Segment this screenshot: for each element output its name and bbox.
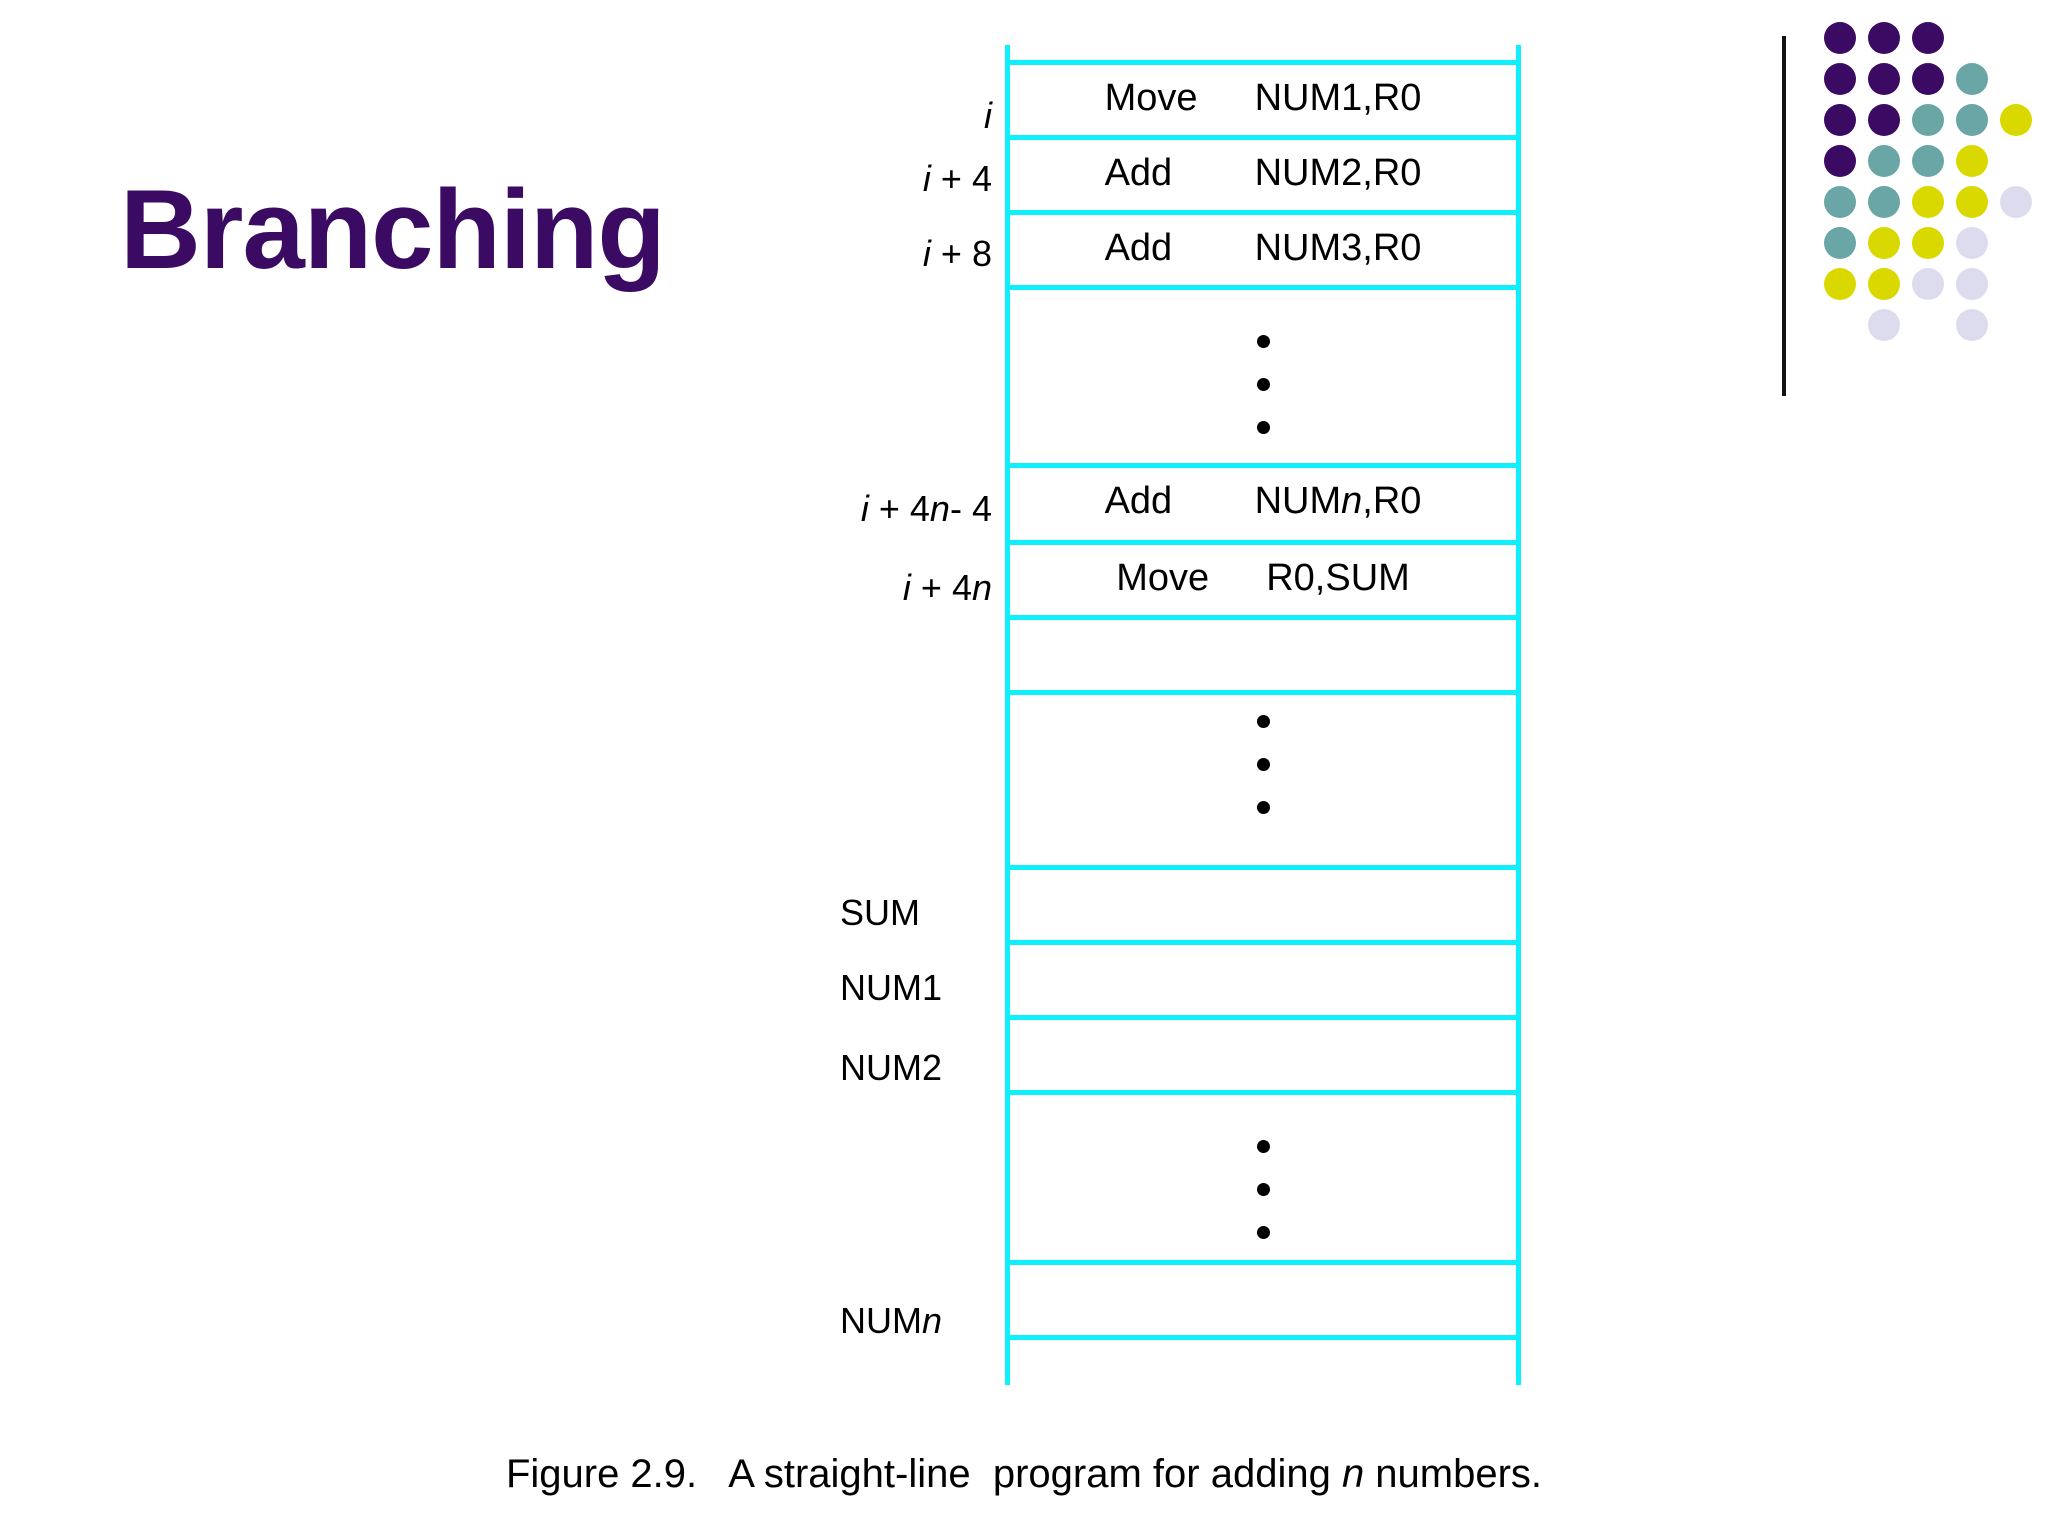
row-add-num3: Add NUM3,R0 bbox=[1005, 227, 1521, 270]
ellipsis-dot bbox=[1256, 715, 1270, 728]
row-move-sum: Move R0,SUM bbox=[1005, 557, 1521, 600]
ellipsis-dot bbox=[1256, 1226, 1270, 1239]
logo-dot-teal bbox=[1824, 186, 1856, 218]
vertical-ellipsis bbox=[1005, 1140, 1521, 1239]
ellipsis-dot bbox=[1256, 335, 1270, 348]
figure-caption: Figure 2.9. A straight-line program for … bbox=[0, 1452, 2048, 1497]
logo-dot-lavender bbox=[1956, 227, 1988, 259]
brand-logo bbox=[1782, 22, 2048, 396]
logo-dot-teal bbox=[1868, 145, 1900, 177]
row-move-num1: Move NUM1,R0 bbox=[1005, 77, 1521, 120]
addr-num2: NUM2 bbox=[840, 1047, 943, 1088]
instruction-mnemonic: Add bbox=[1104, 227, 1173, 269]
vertical-ellipsis bbox=[1005, 715, 1521, 814]
memory-row-divider bbox=[1005, 615, 1521, 620]
memory-row-divider bbox=[1005, 690, 1521, 695]
logo-divider-rule bbox=[1782, 36, 1786, 396]
ellipsis-dot bbox=[1256, 1140, 1270, 1153]
logo-dot-purple bbox=[1912, 22, 1944, 54]
logo-dot-yellow bbox=[1912, 227, 1944, 259]
logo-dot-purple bbox=[1824, 63, 1856, 95]
logo-dot-lavender bbox=[2000, 186, 2032, 218]
logo-dot-teal bbox=[1956, 63, 1988, 95]
logo-dot-purple bbox=[1824, 145, 1856, 177]
memory-row-divider bbox=[1005, 1260, 1521, 1265]
logo-dot-teal bbox=[1824, 227, 1856, 259]
logo-dot-lavender bbox=[1956, 268, 1988, 300]
instruction-operands: NUM2,R0 bbox=[1254, 152, 1422, 194]
memory-row-divider bbox=[1005, 865, 1521, 870]
memory-row-divider bbox=[1005, 210, 1521, 215]
addr-i-plus-4n-minus-4: i + 4n- 4 bbox=[860, 488, 992, 529]
ellipsis-dot bbox=[1256, 378, 1270, 391]
ellipsis-dot bbox=[1256, 801, 1270, 814]
row-add-num2: Add NUM2,R0 bbox=[1005, 152, 1521, 195]
vertical-ellipsis bbox=[1005, 335, 1521, 434]
instruction-mnemonic: Move bbox=[1116, 557, 1210, 599]
memory-row-divider bbox=[1005, 285, 1521, 290]
instruction-operands: NUM3,R0 bbox=[1254, 227, 1422, 269]
instruction-mnemonic: Move bbox=[1104, 77, 1198, 119]
memory-row-divider bbox=[1005, 135, 1521, 140]
logo-dot-teal bbox=[1912, 104, 1944, 136]
instruction-mnemonic: Add bbox=[1104, 152, 1173, 194]
caption-body: A straight-line program for adding bbox=[728, 1452, 1342, 1496]
logo-dot-yellow bbox=[1956, 145, 1988, 177]
addr-sum: SUM bbox=[840, 892, 921, 933]
logo-dot-lavender bbox=[1912, 268, 1944, 300]
addr-i-plus-8: i + 8 bbox=[922, 233, 992, 274]
instruction-mnemonic: Add bbox=[1104, 480, 1173, 522]
instruction-operands: R0,SUM bbox=[1266, 557, 1410, 599]
logo-dot-purple bbox=[1824, 22, 1856, 54]
caption-suffix: numbers. bbox=[1364, 1452, 1543, 1496]
addr-i-plus-4n: i + 4n bbox=[902, 567, 992, 608]
logo-dot-lavender bbox=[1956, 309, 1988, 341]
addr-i-plus-4: i + 4 bbox=[922, 158, 992, 199]
memory-row-divider bbox=[1005, 940, 1521, 945]
logo-dot-teal bbox=[1912, 145, 1944, 177]
logo-dot-purple bbox=[1868, 63, 1900, 95]
logo-dot-purple bbox=[1824, 104, 1856, 136]
addr-i: i bbox=[984, 95, 992, 136]
memory-table-left-rail bbox=[1005, 45, 1010, 1385]
memory-table-right-rail bbox=[1516, 45, 1521, 1385]
addr-num1: NUM1 bbox=[840, 967, 943, 1008]
memory-row-divider bbox=[1005, 60, 1521, 65]
page-title: Branching bbox=[120, 167, 666, 292]
logo-dot-teal bbox=[1956, 104, 1988, 136]
logo-dot-yellow bbox=[1868, 268, 1900, 300]
logo-dot-teal bbox=[1868, 186, 1900, 218]
memory-row-divider bbox=[1005, 1015, 1521, 1020]
logo-dot-purple bbox=[1868, 104, 1900, 136]
memory-row-divider bbox=[1005, 540, 1521, 545]
caption-variable-n: n bbox=[1341, 1452, 1365, 1496]
logo-dot-matrix bbox=[1824, 22, 2048, 352]
memory-row-divider bbox=[1005, 1090, 1521, 1095]
addr-numn: NUMn bbox=[840, 1300, 943, 1341]
logo-dot-lavender bbox=[1868, 309, 1900, 341]
logo-dot-purple bbox=[1912, 63, 1944, 95]
logo-dot-yellow bbox=[1956, 186, 1988, 218]
instruction-operands: NUMn,R0 bbox=[1254, 480, 1422, 522]
logo-dot-yellow bbox=[2000, 104, 2032, 136]
row-add-numn: Add NUMn,R0 bbox=[1005, 480, 1521, 523]
logo-dot-purple bbox=[1868, 22, 1900, 54]
memory-row-divider bbox=[1005, 1335, 1521, 1340]
logo-dot-yellow bbox=[1912, 186, 1944, 218]
ellipsis-dot bbox=[1256, 421, 1270, 434]
memory-row-divider bbox=[1005, 463, 1521, 468]
ellipsis-dot bbox=[1256, 1183, 1270, 1196]
logo-dot-yellow bbox=[1868, 227, 1900, 259]
instruction-operands: NUM1,R0 bbox=[1254, 77, 1422, 119]
caption-figure-number: Figure 2.9. bbox=[505, 1452, 729, 1496]
ellipsis-dot bbox=[1256, 758, 1270, 771]
logo-dot-yellow bbox=[1824, 268, 1856, 300]
